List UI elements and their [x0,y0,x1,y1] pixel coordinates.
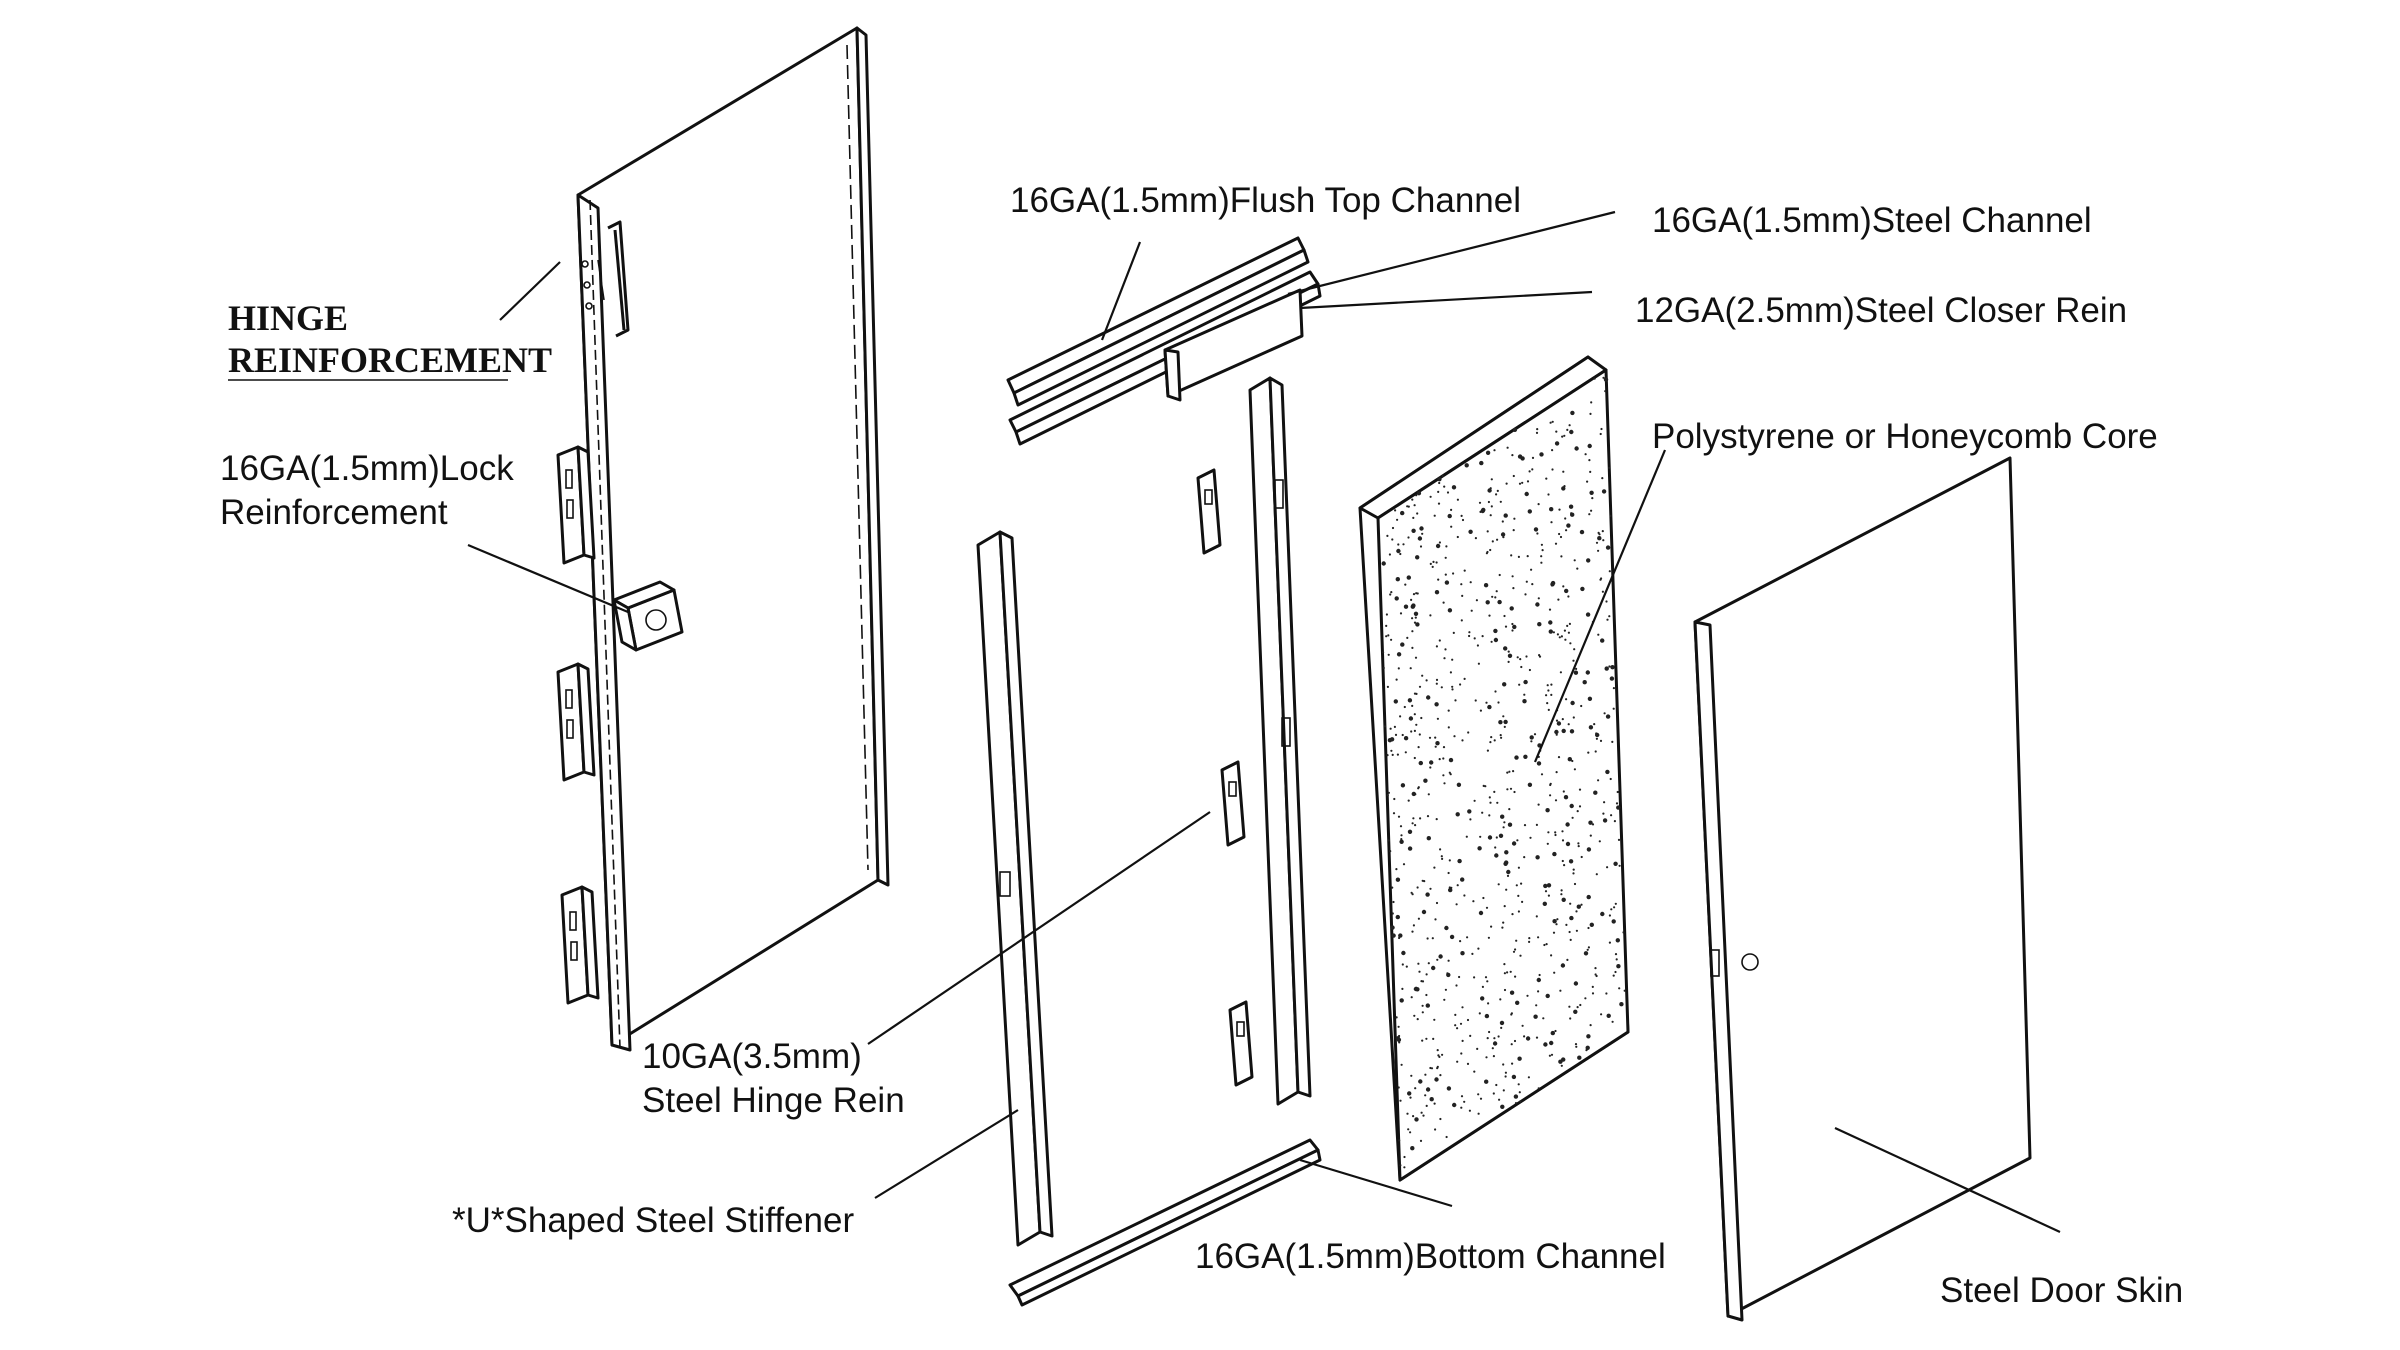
label-bottom-channel: 16GA(1.5mm)Bottom Channel [1195,1237,1666,1276]
u-shaped-steel-stiffener [976,530,1054,1247]
hinge-reinforcement-upper [556,445,596,565]
label-hinge-rein-1: 10GA(3.5mm) [642,1037,862,1076]
label-lock-reinforcement-2: Reinforcement [220,493,448,532]
hinge-reinforcement-lower [560,885,600,1005]
leader-lines [228,210,2061,1233]
steel-door-skin [1693,456,2032,1322]
lock-reinforcement-box [612,580,684,652]
steel-hinge-rein-1 [1196,468,1222,555]
label-core: Polystyrene or Honeycomb Core [1652,417,2158,456]
label-lock-reinforcement-1: 16GA(1.5mm)Lock [220,449,514,488]
label-hinge-rein-2: Steel Hinge Rein [642,1081,905,1120]
steel-hinge-rein-3 [1228,1000,1254,1087]
hinge-side-channel [1248,376,1312,1106]
labels: HINGE REINFORCEMENT 16GA(1.5mm)Lock Rein… [220,181,2183,1310]
label-closer-rein: 12GA(2.5mm)Steel Closer Rein [1635,291,2127,330]
front-door-skin [576,26,890,1052]
polystyrene-core [1358,355,1630,1182]
core-texture [1381,376,1626,1169]
label-door-skin: Steel Door Skin [1940,1271,2183,1310]
hinge-reinforcement-middle [556,662,596,782]
steel-hinge-rein-2 [1220,760,1246,847]
label-hinge-reinforcement-2: REINFORCEMENT [228,340,552,380]
closer-rein [1163,288,1304,402]
label-flush-top-channel: 16GA(1.5mm)Flush Top Channel [1010,181,1521,220]
label-hinge-reinforcement-1: HINGE [228,298,348,338]
label-stiffener: *U*Shaped Steel Stiffener [452,1201,854,1240]
label-steel-channel: 16GA(1.5mm)Steel Channel [1652,201,2092,240]
flush-top-channel [1006,236,1310,407]
bottom-channel [1008,1138,1322,1307]
hinge-edge-holes [581,260,593,310]
